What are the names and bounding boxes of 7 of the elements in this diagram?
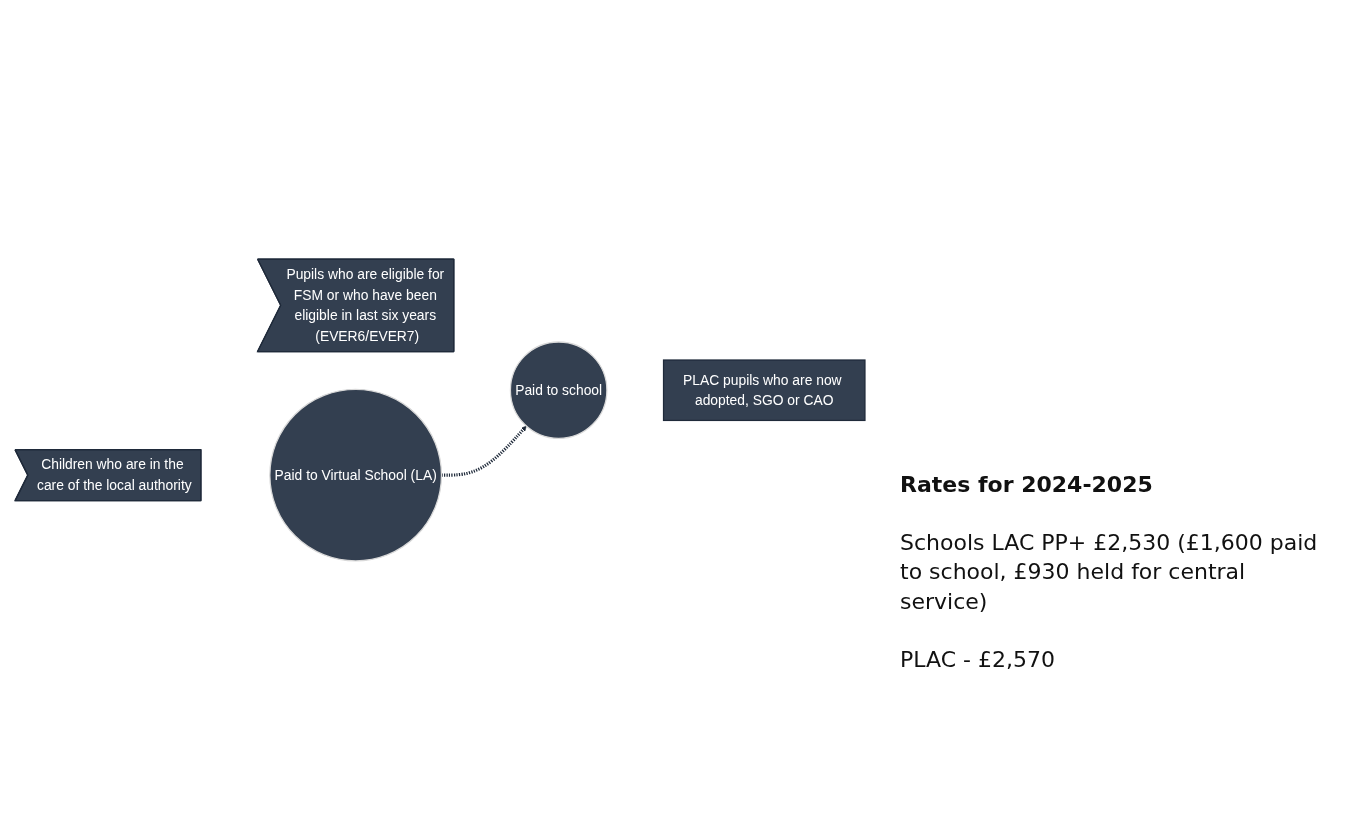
node-circle: Paid to Virtual School (LA)	[269, 388, 443, 562]
arrow	[441, 425, 527, 477]
rate-note: Schools LAC PP+ £2,530 (£1,600 paid to school, £930 held for central service)	[900, 528, 1319, 617]
rates-heading: Rates for 2024-2025	[900, 471, 1154, 499]
node-circle: Paid to school	[509, 341, 608, 440]
node-box: PLAC pupils who are now adopted, SGO or CAO	[662, 359, 866, 422]
rate-note: PLAC - £2,570	[900, 645, 1056, 674]
